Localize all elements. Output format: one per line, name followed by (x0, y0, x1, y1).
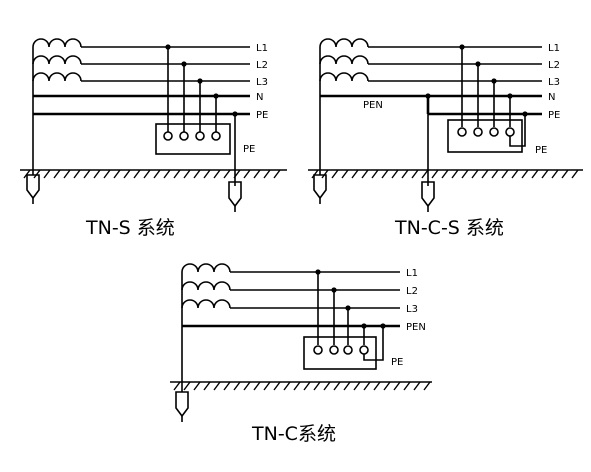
load-box (155, 123, 231, 155)
label-box-pe: PE (243, 144, 255, 155)
caption-tn-c-s: TN-C-S 系统 (394, 217, 504, 239)
load-box (447, 119, 523, 153)
ground-line (20, 169, 287, 179)
label-n: N (256, 92, 263, 103)
tn-c-s-diagram: L1 L2 L3 N PE PEN PE TN-C-S 系统 (308, 38, 583, 239)
label-l1: L1 (548, 43, 560, 54)
ground-line (170, 381, 432, 391)
label-pe: PE (548, 110, 560, 121)
caption-tn-c: TN-C系统 (251, 423, 336, 445)
load-drops (315, 269, 386, 345)
load-drops (165, 44, 238, 133)
label-pe: PE (256, 110, 268, 121)
label-l2: L2 (548, 60, 560, 71)
label-box-pe: PE (535, 145, 547, 156)
load-box (303, 336, 377, 370)
phase-wires (182, 271, 400, 328)
phase-wires (33, 46, 250, 116)
transformer-coils (181, 263, 231, 392)
label-l1: L1 (256, 43, 268, 54)
label-l3: L3 (548, 77, 560, 88)
ground-electrode (421, 181, 435, 212)
label-box-pe: PE (391, 357, 403, 368)
ground-line (308, 169, 583, 179)
ground-electrode (313, 174, 327, 204)
caption-tn-s: TN-S 系统 (85, 217, 175, 239)
label-l2: L2 (406, 286, 418, 297)
ground-electrode (175, 391, 189, 422)
label-pen: PEN (406, 322, 426, 333)
label-l2: L2 (256, 60, 268, 71)
ground-electrode (228, 181, 242, 212)
tn-s-diagram: L1 L2 L3 N PE PE TN-S 系统 (20, 38, 287, 239)
label-n: N (548, 92, 555, 103)
label-l3: L3 (406, 304, 418, 315)
label-l3: L3 (256, 77, 268, 88)
tn-c-diagram: L1 L2 L3 PEN PE TN-C系统 (170, 263, 432, 445)
transformer-coils (32, 38, 82, 175)
phase-wires (320, 46, 542, 116)
transformer-coils (319, 38, 369, 175)
label-l1: L1 (406, 268, 418, 279)
label-pen: PEN (363, 100, 383, 111)
ground-electrode (26, 174, 40, 204)
